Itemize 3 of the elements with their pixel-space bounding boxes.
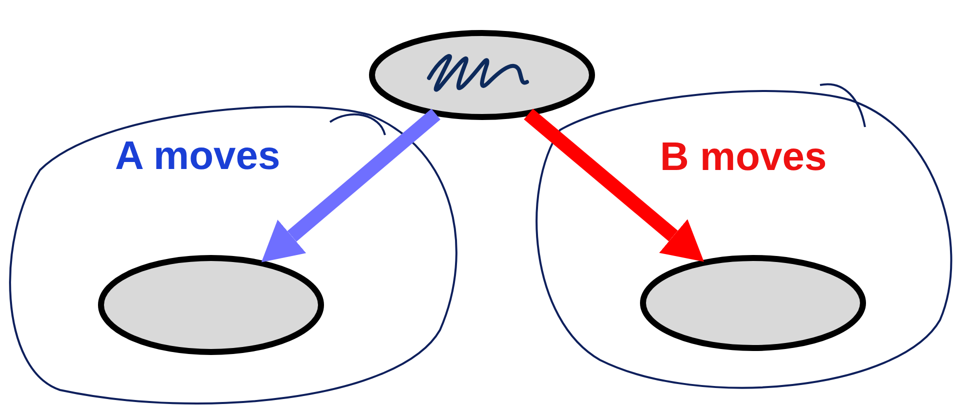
node-label: A moves [115,136,280,176]
node-label: B moves [660,137,827,177]
arrow [261,108,440,262]
